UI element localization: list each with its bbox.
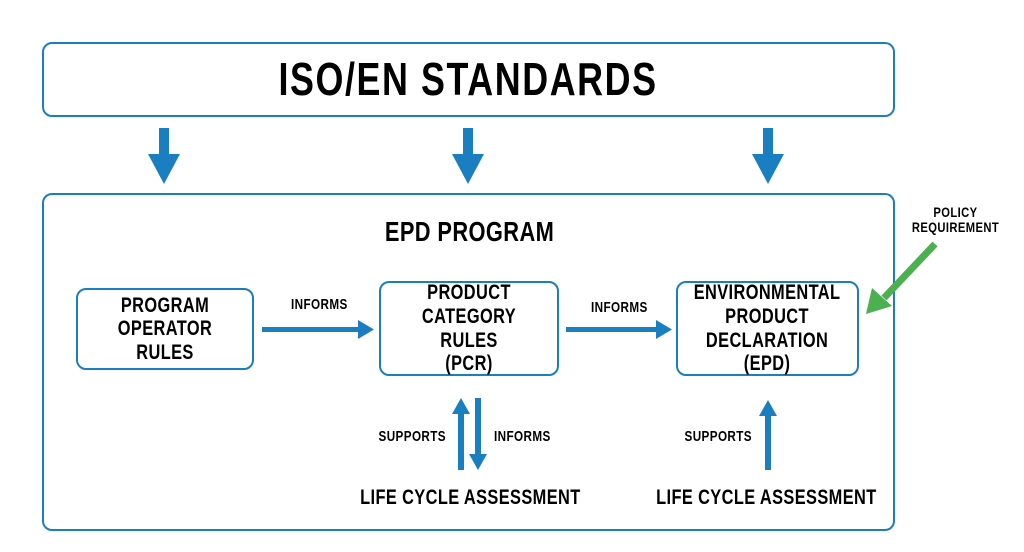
epd-program-title: EPD PROGRAM bbox=[385, 215, 555, 247]
supports-label-pcr: SUPPORTS bbox=[378, 427, 446, 445]
policy-requirement-label: POLICY REQUIREMENT bbox=[911, 204, 999, 235]
program-operator-rules-box: PROGRAM OPERATOR RULES bbox=[76, 288, 254, 370]
iso-en-standards-box: ISO/EN STANDARDS bbox=[42, 42, 895, 117]
lca-label-right: LIFE CYCLE ASSESSMENT bbox=[655, 486, 877, 510]
program-operator-rules-label: PROGRAM OPERATOR RULES bbox=[117, 293, 213, 364]
informs-label-2: INFORMS bbox=[590, 298, 648, 316]
down-arrow-right bbox=[752, 128, 784, 184]
pcr-label: PRODUCT CATEGORY RULES (PCR) bbox=[421, 281, 517, 376]
pcr-box: PRODUCT CATEGORY RULES (PCR) bbox=[379, 281, 559, 376]
lca-label-left: LIFE CYCLE ASSESSMENT bbox=[359, 486, 581, 510]
informs-label-1: INFORMS bbox=[290, 295, 348, 313]
epd-box: ENVIRONMENTAL PRODUCT DECLARATION (EPD) bbox=[676, 281, 859, 376]
epd-label: ENVIRONMENTAL PRODUCT DECLARATION (EPD) bbox=[694, 281, 841, 376]
supports-label-epd: SUPPORTS bbox=[684, 427, 752, 445]
informs-label-pcr: INFORMS bbox=[493, 427, 551, 445]
iso-en-standards-title: ISO/EN STANDARDS bbox=[278, 53, 659, 106]
down-arrow-center bbox=[452, 128, 484, 184]
down-arrow-left bbox=[148, 128, 180, 184]
